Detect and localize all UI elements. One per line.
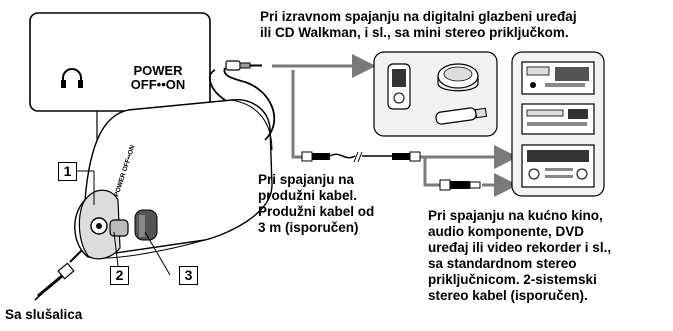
label-line: priključnicom. 2-sistemski [428,272,597,287]
label-line: Pri spajanju na [258,172,355,187]
label-direct-connection: Pri izravnom spajanju na digitalni glazb… [260,9,577,41]
label-line: Produžni kabel od [258,204,375,219]
label-line: sa standardnom stereo [428,256,577,271]
cd-player-icon [437,63,479,92]
control-inset [29,12,211,112]
home-audio-panel [511,51,605,197]
label-line: 3 m (isporučen) [258,220,359,235]
headphone-plug [34,249,83,301]
label-headphones: Sa slušalica [5,307,83,322]
label-line: ili CD Walkman, i sl., sa mini stereo pr… [260,25,569,40]
extension-cable [301,151,421,163]
label-line: Pri spajanju na kućno kino, [428,208,603,223]
dvd-player-icon [521,103,595,135]
input-cable [208,60,276,141]
label-line: Pri izravnom spajanju na digitalni glazb… [260,9,577,24]
connection-arrows [272,54,518,197]
volume-wheel[interactable] [134,209,158,241]
usb-player-icon [435,107,488,125]
callout-1: 1 [58,162,77,181]
label-line: stereo kabel (isporučen). [428,288,588,303]
label-home-theater: Pri spajanju na kućno kino, audio kompon… [428,208,611,304]
power-label: POWER [133,63,183,78]
label-line: uređaj ili video rekorder i sl., [428,240,612,255]
inset-power-label: POWER OFF••ON [118,64,198,92]
label-extension-cable: Pri spajanju na produžni kabel. Produžni… [258,172,374,236]
amplifier-device [74,99,273,260]
label-line: produžni kabel. [258,188,358,203]
power-switch[interactable] [109,219,129,237]
headphone-icon [61,68,83,88]
callout-3: 3 [179,266,198,285]
callout-2: 2 [110,266,129,285]
av-receiver-icon [521,144,595,188]
power-states: OFF••ON [130,77,186,92]
audio-component-icon [521,61,595,95]
portable-devices-panel [373,51,498,137]
music-player-icon [387,63,411,110]
stereo-plug [439,179,481,191]
label-line: audio komponente, DVD [428,224,585,239]
